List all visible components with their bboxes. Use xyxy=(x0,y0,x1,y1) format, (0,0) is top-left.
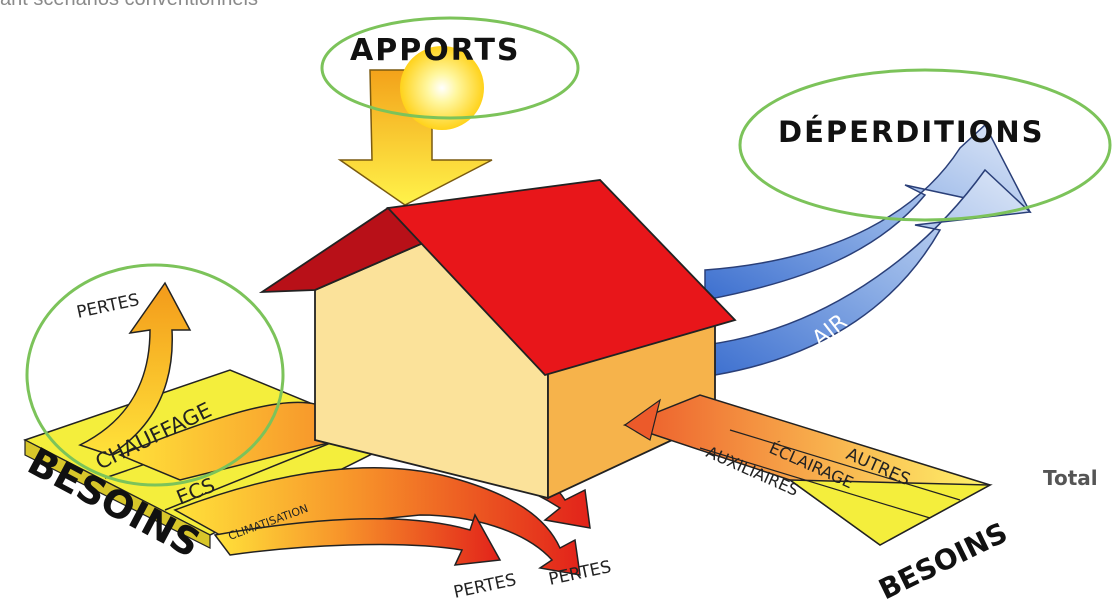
pertes-label-1: PERTES xyxy=(452,570,518,603)
deperditions-label: DÉPERDITIONS xyxy=(778,115,1045,149)
pertes-left-label: PERTES xyxy=(75,290,141,323)
total-label: Total xyxy=(1043,466,1098,490)
deperditions-arrow xyxy=(705,125,1030,375)
apports-label: APPORTS xyxy=(350,33,521,68)
